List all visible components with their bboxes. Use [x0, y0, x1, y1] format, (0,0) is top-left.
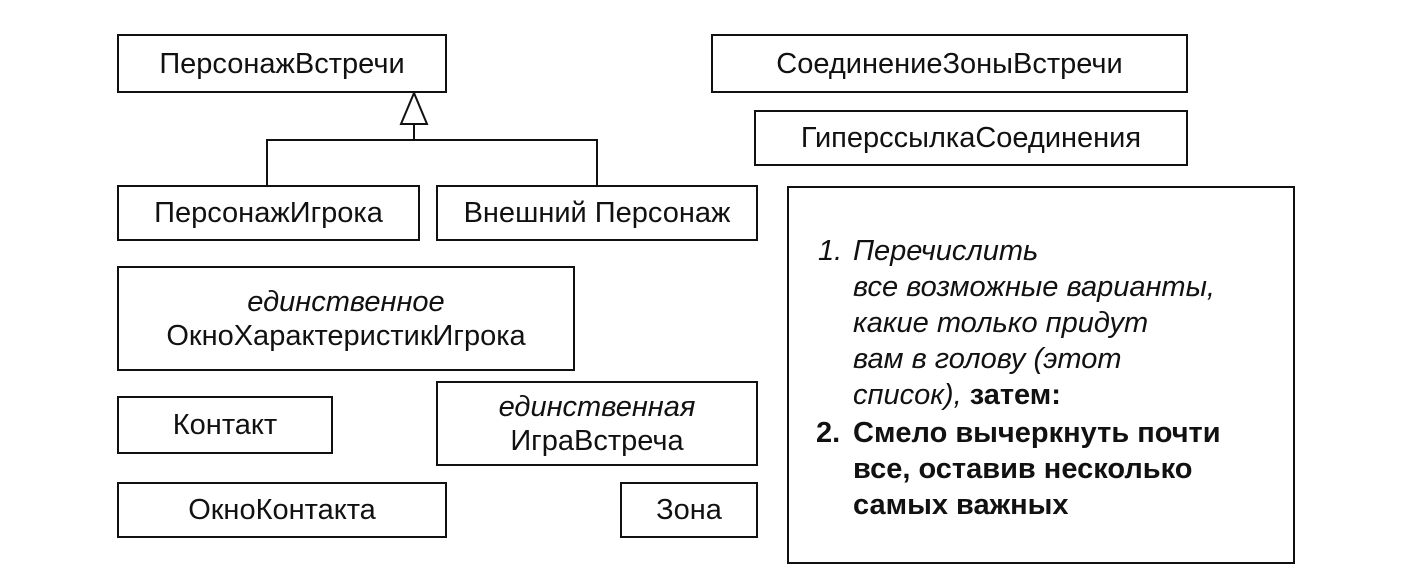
step-2-line: Смело вычеркнуть почти [853, 417, 1221, 449]
step-2-line: самых важных [853, 489, 1069, 521]
class-name: ПерсонажИгрока [154, 197, 383, 229]
class-name: Зона [656, 494, 722, 526]
class-name: ОкноКонтакта [188, 494, 376, 526]
step-1-number: 1. [818, 235, 843, 267]
step-1-line: какие только придут [853, 307, 1149, 339]
class-contact: Контакт [117, 396, 333, 454]
class-encounter-character: ПерсонажВстречи [117, 34, 447, 93]
step-2-number: 2. [816, 417, 841, 449]
class-name: Внешний Персонаж [463, 197, 731, 229]
class-player-stats-window: единственное ОкноХарактеристикИгрока [117, 266, 575, 371]
class-zone: Зона [620, 482, 758, 538]
class-connection-hyperlink: ГиперссылкаСоединения [754, 110, 1188, 166]
class-stereotype: единственная [498, 390, 696, 423]
generalization-branch-line [266, 139, 598, 185]
step-2-line: все, оставив несколько [853, 453, 1193, 485]
step-1-line: вам в голову (этот [853, 343, 1122, 375]
class-player-character: ПерсонажИгрока [117, 185, 420, 241]
class-name: СоединениеЗоныВстречи [776, 47, 1123, 80]
class-name: ОкноХарактеристикИгрока [166, 319, 526, 352]
class-name: ИграВстреча [510, 424, 684, 457]
class-name: Контакт [172, 409, 278, 441]
class-name: ПерсонажВстречи [159, 47, 405, 80]
step-1-last-line: список), затем: [853, 377, 1061, 413]
class-name: ГиперссылкаСоединения [800, 122, 1142, 154]
step-1-line: все возможные варианты, [853, 271, 1215, 303]
class-external-character: Внешний Персонаж [436, 185, 758, 241]
step-1-line: список), [853, 379, 962, 411]
class-encounter-zone-connection: СоединениеЗоныВстречи [711, 34, 1188, 93]
class-encounter-game: единственная ИграВстреча [436, 381, 758, 466]
step-1-line: Перечислить [853, 235, 1039, 267]
class-stereotype: единственное [247, 285, 445, 318]
inheritance-arrowhead [399, 90, 429, 125]
step-1-then: затем: [969, 379, 1061, 411]
class-contact-window: ОкноКонтакта [117, 482, 447, 538]
instruction-note: 1. Перечислить все возможные варианты, к… [787, 186, 1295, 564]
